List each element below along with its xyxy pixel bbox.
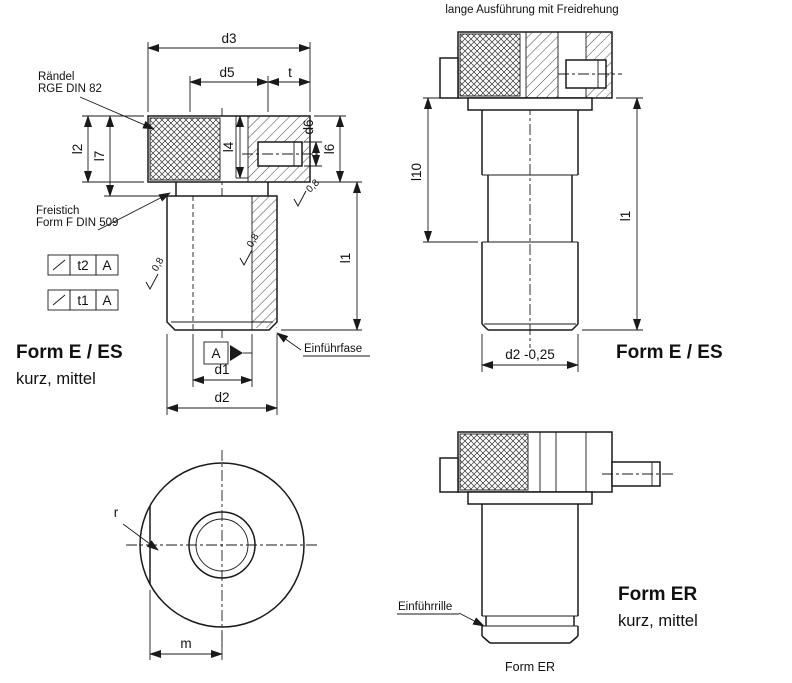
frame-cell <box>95 289 119 311</box>
leader-line <box>122 523 159 551</box>
freistich-note-line2: Form F DIN 509 <box>36 217 118 229</box>
section-hatch <box>252 196 277 328</box>
kurz-mittel-subtitle: kurz, mittel <box>16 370 96 388</box>
l4-label: l4 <box>221 141 236 152</box>
t1-value: t1 <box>77 293 88 308</box>
l1-label: l1 <box>338 253 353 264</box>
knurl-area <box>459 33 521 97</box>
raendel-note-line1: Rändel <box>38 71 74 83</box>
l10-label: l10 <box>409 163 424 181</box>
chamfer <box>569 635 579 644</box>
chamfer-circle <box>195 518 249 572</box>
t1-datum: A <box>102 293 111 308</box>
knurl-area <box>459 433 529 491</box>
l7-label: l7 <box>92 151 107 162</box>
datum-label: A <box>211 346 220 361</box>
collar <box>467 97 593 111</box>
datum-box <box>203 341 229 365</box>
chamfer <box>571 323 579 331</box>
knurl-area <box>149 117 221 181</box>
datum-triangle-icon <box>230 345 243 361</box>
l1-label: l1 <box>618 211 633 222</box>
head-step <box>439 457 459 493</box>
section-hatch <box>526 32 558 98</box>
freistich-note-line1: Freistich <box>36 205 79 217</box>
bore-circle <box>188 511 256 579</box>
d2-label: d2 <box>214 390 229 405</box>
right-section-view: lange Ausführung mit Freidrehung l10 <box>409 4 723 372</box>
d3-label: d3 <box>221 31 236 46</box>
collar <box>467 491 593 505</box>
roughness-value: 0,8 <box>150 256 167 274</box>
form-er-view: Einführrille Form ER kurz, mittel Form E… <box>397 431 698 674</box>
raendel-note-line2: RGE DIN 82 <box>38 83 102 95</box>
l6-label: l6 <box>322 144 337 155</box>
d5-label: d5 <box>219 65 234 80</box>
surface-check-icon <box>145 273 159 290</box>
einfuehrfase-note: Einführfase <box>304 343 362 355</box>
frame-cell <box>95 254 119 276</box>
form-er-caption: Form ER <box>505 660 555 674</box>
lange-ausfuehrung-note: lange Ausführung mit Freidrehung <box>445 4 618 16</box>
kurz-mittel-subtitle-er: kurz, mittel <box>618 612 698 630</box>
leader-line <box>97 192 171 231</box>
r-label: r <box>114 505 119 520</box>
surface-check-icon <box>293 190 307 207</box>
t-label: t <box>288 65 292 80</box>
leader-line <box>458 612 485 627</box>
leader-line <box>79 96 155 130</box>
form-e-es-title-right: Form E / ES <box>616 342 723 363</box>
t2-datum: A <box>102 258 111 273</box>
top-view-circle: r m <box>114 450 318 660</box>
left-section-view: d3 d5 t l2 l7 l4 d6 l6 l1 d1 <box>16 31 370 415</box>
head-step <box>439 57 459 99</box>
form-e-es-title: Form E / ES <box>16 342 123 363</box>
einfuehrrille-note: Einführrille <box>398 601 452 613</box>
d1-label: d1 <box>214 362 229 377</box>
chamfer <box>481 635 491 644</box>
runout-symbol-icon <box>52 294 66 306</box>
chamfer <box>481 323 489 331</box>
tolerance-frame-t1: t1 A <box>47 289 119 311</box>
d6-label: d6 <box>301 119 316 134</box>
m-label: m <box>180 636 191 651</box>
d2-tol-label: d2 -0,25 <box>505 347 555 362</box>
leader-line <box>276 332 302 351</box>
form-er-title: Form ER <box>618 584 697 605</box>
t2-value: t2 <box>77 258 88 273</box>
runout-symbol-icon <box>52 259 66 271</box>
tolerance-frame-t2: t2 A <box>47 254 119 276</box>
l2-label: l2 <box>70 144 85 155</box>
